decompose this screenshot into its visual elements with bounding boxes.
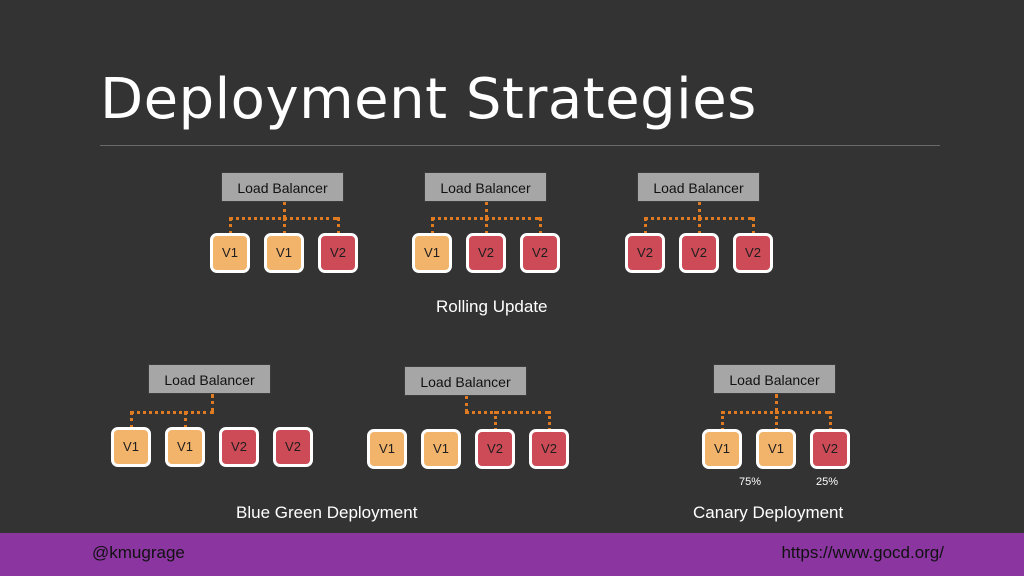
connector (698, 202, 701, 218)
v1-node: V1 (111, 427, 151, 467)
load-balancer: Load Balancer (637, 172, 760, 202)
connector (431, 217, 434, 235)
v1-node: V1 (421, 429, 461, 469)
connector (752, 217, 755, 235)
footer-bar: @kmugrage https://www.gocd.org/ (0, 533, 1024, 576)
v1-node: V1 (210, 233, 250, 273)
connector (283, 202, 286, 218)
author-handle: @kmugrage (92, 543, 185, 562)
connector (721, 411, 724, 431)
v1-node: V1 (367, 429, 407, 469)
connector (548, 411, 551, 431)
connector (775, 411, 778, 431)
v2-node: V2 (466, 233, 506, 273)
connector (494, 411, 497, 431)
v1-node: V1 (702, 429, 742, 469)
v2-node: V2 (529, 429, 569, 469)
v2-node: V2 (475, 429, 515, 469)
v2-node: V2 (273, 427, 313, 467)
website-url: https://www.gocd.org/ (781, 543, 944, 562)
connector (644, 217, 647, 235)
connector (539, 217, 542, 235)
connector (775, 394, 778, 412)
connector (130, 411, 133, 429)
page-title: Deployment Strategies (100, 67, 757, 132)
v2-node: V2 (810, 429, 850, 469)
connector (698, 217, 701, 235)
v1-node: V1 (264, 233, 304, 273)
blue-green-caption: Blue Green Deployment (236, 503, 418, 522)
load-balancer: Load Balancer (221, 172, 344, 202)
load-balancer: Load Balancer (404, 366, 527, 396)
connector (829, 411, 832, 431)
v1-node: V1 (412, 233, 452, 273)
title-divider (100, 145, 940, 146)
v2-node: V2 (318, 233, 358, 273)
connector (337, 217, 340, 235)
v2-node: V2 (625, 233, 665, 273)
connector (283, 217, 286, 235)
canary-v1-share: 75% (739, 476, 762, 488)
connector (211, 394, 214, 412)
canary-v2-share: 25% (816, 476, 839, 488)
connector (465, 396, 468, 412)
canary-caption: Canary Deployment (693, 503, 844, 522)
connector (485, 217, 488, 235)
load-balancer: Load Balancer (424, 172, 547, 202)
connector (229, 217, 232, 235)
rolling-update-caption: Rolling Update (436, 297, 548, 316)
v2-node: V2 (679, 233, 719, 273)
v2-node: V2 (733, 233, 773, 273)
connector (465, 411, 549, 414)
v1-node: V1 (165, 427, 205, 467)
v2-node: V2 (219, 427, 259, 467)
connector (485, 202, 488, 218)
load-balancer: Load Balancer (713, 364, 836, 394)
connector (130, 411, 214, 414)
v1-node: V1 (756, 429, 796, 469)
v2-node: V2 (520, 233, 560, 273)
connector (184, 411, 187, 429)
load-balancer: Load Balancer (148, 364, 271, 394)
